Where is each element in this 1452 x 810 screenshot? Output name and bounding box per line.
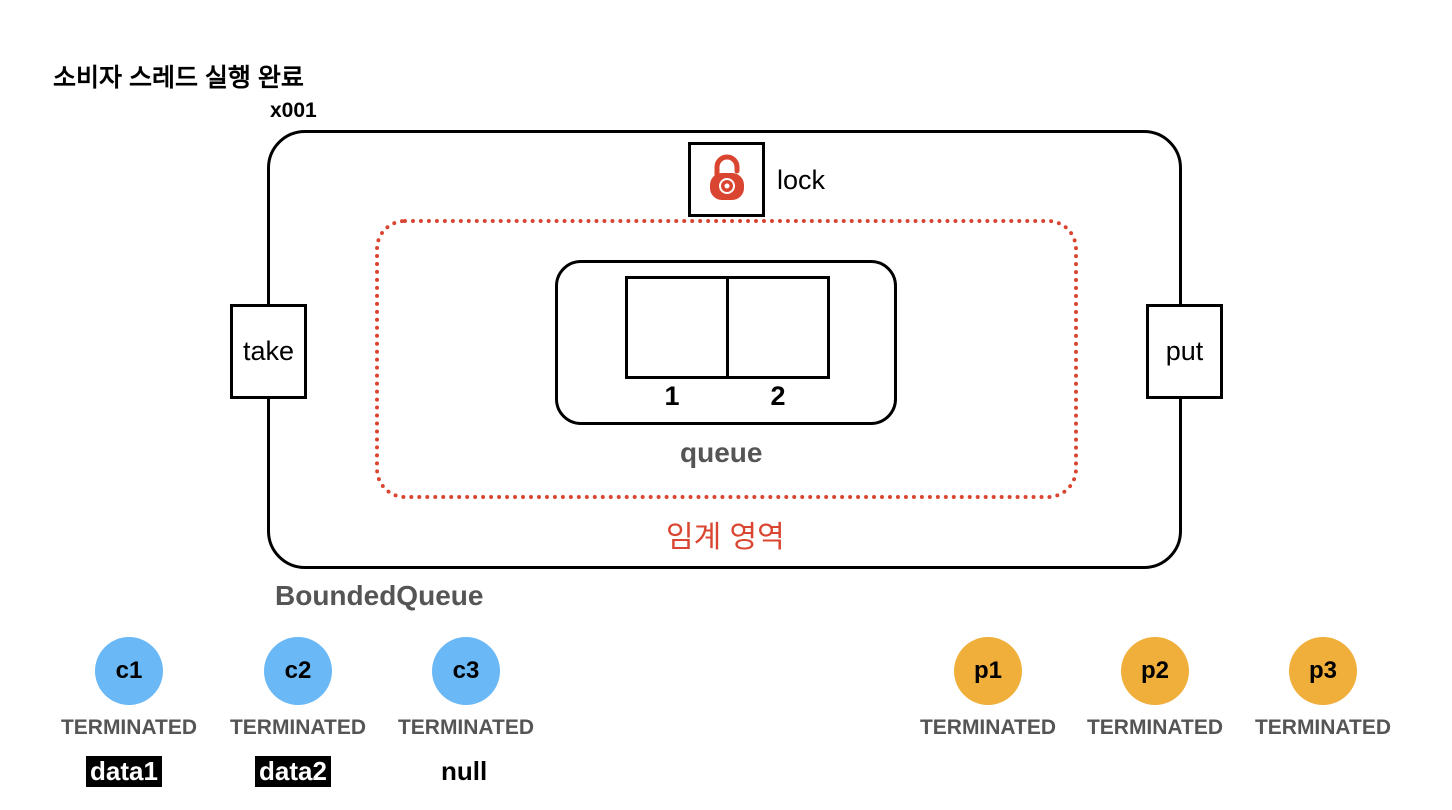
- instance-reference: x001: [270, 99, 317, 122]
- queue-slot-number: 2: [770, 381, 786, 411]
- thread-name: p2: [1140, 657, 1169, 684]
- lock-box: [688, 142, 765, 217]
- padlock-icon: [708, 153, 746, 206]
- consumer-thread-c3: c3: [432, 637, 500, 705]
- thread-state: TERMINATED: [919, 716, 1057, 739]
- producer-thread-p1: p1: [954, 637, 1022, 705]
- put-method-box: put: [1146, 304, 1223, 399]
- thread-name: c3: [452, 657, 480, 684]
- queue-slot: [726, 276, 830, 379]
- queue-label: queue: [680, 437, 763, 468]
- critical-section-boundary: [375, 219, 1078, 499]
- thread-name: c2: [284, 657, 312, 684]
- consumer-thread-c2: c2: [264, 637, 332, 705]
- consumer-thread-c1: c1: [95, 637, 163, 705]
- take-method-box: take: [230, 304, 307, 399]
- queue-container: [555, 260, 897, 425]
- consumer-result: data1: [86, 756, 162, 787]
- thread-state: TERMINATED: [1086, 716, 1224, 739]
- thread-state: TERMINATED: [397, 716, 535, 739]
- producer-thread-p3: p3: [1289, 637, 1357, 705]
- queue-slot-number: 1: [664, 381, 680, 411]
- take-label: take: [242, 336, 295, 366]
- critical-section-label: 임계 영역: [666, 521, 785, 554]
- thread-name: p1: [973, 657, 1002, 684]
- consumer-result: data2: [255, 756, 331, 787]
- lock-label: lock: [777, 165, 826, 195]
- put-label: put: [1165, 336, 1204, 366]
- thread-name: p3: [1308, 657, 1337, 684]
- producer-thread-p2: p2: [1121, 637, 1189, 705]
- diagram-title: 소비자 스레드 실행 완료: [53, 64, 304, 92]
- thread-name: c1: [115, 657, 143, 684]
- bounded-queue-label: BoundedQueue: [275, 580, 484, 611]
- thread-state: TERMINATED: [1254, 716, 1392, 739]
- queue-slot: [625, 276, 729, 379]
- consumer-result: null: [441, 756, 488, 786]
- thread-state: TERMINATED: [60, 716, 198, 739]
- thread-state: TERMINATED: [229, 716, 367, 739]
